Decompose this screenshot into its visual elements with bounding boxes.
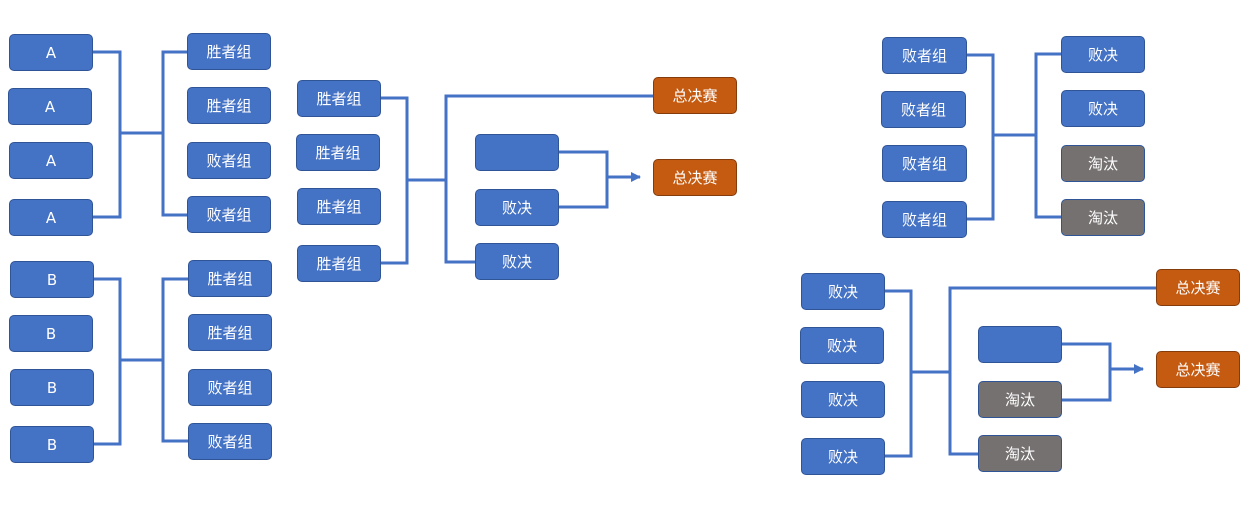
losers-outcome-node: 败决 (1061, 36, 1145, 73)
losers-decider-node: 败决 (475, 243, 559, 280)
grand-final-node: 总决赛 (1156, 351, 1240, 388)
outcome-node: 胜者组 (187, 87, 271, 124)
winners-entrant-node: 胜者组 (297, 80, 381, 117)
empty-slot-node (978, 326, 1062, 363)
connector-group-b-out (161, 277, 188, 443)
outcome-node: 胜者组 (188, 260, 272, 297)
outcome-node: 败者组 (188, 423, 272, 460)
grand-final-node: 总决赛 (1156, 269, 1240, 306)
losers-final-entrant-node: 败决 (801, 381, 885, 418)
eliminated-node: 淘汰 (978, 435, 1062, 472)
eliminated-node: 淘汰 (978, 381, 1062, 418)
connector-losers-final-in (885, 289, 950, 458)
outcome-node: 败者组 (187, 142, 271, 179)
team-node: B (9, 315, 93, 352)
team-node: B (10, 426, 94, 463)
eliminated-node: 淘汰 (1061, 145, 1145, 182)
losers-final-entrant-node: 败决 (801, 273, 885, 310)
connector-losers-final-out (948, 286, 1156, 456)
outcome-node: 胜者组 (187, 33, 271, 70)
team-node: A (9, 142, 93, 179)
connector-group-a-out (161, 50, 187, 217)
connector-group-b-in (94, 277, 163, 446)
losers-entrant-node: 败者组 (882, 201, 967, 238)
losers-outcome-node: 败决 (1061, 90, 1145, 127)
team-node: A (8, 88, 92, 125)
winners-entrant-node: 胜者组 (297, 245, 381, 282)
connector-group-a-in (93, 50, 163, 219)
team-node: A (9, 199, 93, 236)
outcome-node: 胜者组 (188, 314, 272, 351)
winners-entrant-node: 胜者组 (297, 188, 381, 225)
losers-final-entrant-node: 败决 (800, 327, 884, 364)
team-node: B (10, 369, 94, 406)
connector-winners-merge (559, 150, 640, 209)
winners-entrant-node: 胜者组 (296, 134, 380, 171)
connector-winners-out (444, 94, 653, 264)
empty-slot-node (475, 134, 559, 171)
grand-final-node: 总决赛 (653, 159, 737, 196)
eliminated-node: 淘汰 (1061, 199, 1145, 236)
grand-final-node: 总决赛 (653, 77, 737, 114)
losers-final-entrant-node: 败决 (801, 438, 885, 475)
connector-losers-final-merge (1062, 342, 1143, 402)
losers-entrant-node: 败者组 (882, 145, 967, 182)
connector-losers-in (967, 53, 1036, 221)
connector-losers-out (1034, 52, 1061, 219)
losers-entrant-node: 败者组 (882, 37, 967, 74)
connector-winners-in (381, 96, 446, 265)
losers-decider-node: 败决 (475, 189, 559, 226)
team-node: A (9, 34, 93, 71)
team-node: B (10, 261, 94, 298)
losers-entrant-node: 败者组 (881, 91, 966, 128)
outcome-node: 败者组 (188, 369, 272, 406)
outcome-node: 败者组 (187, 196, 271, 233)
